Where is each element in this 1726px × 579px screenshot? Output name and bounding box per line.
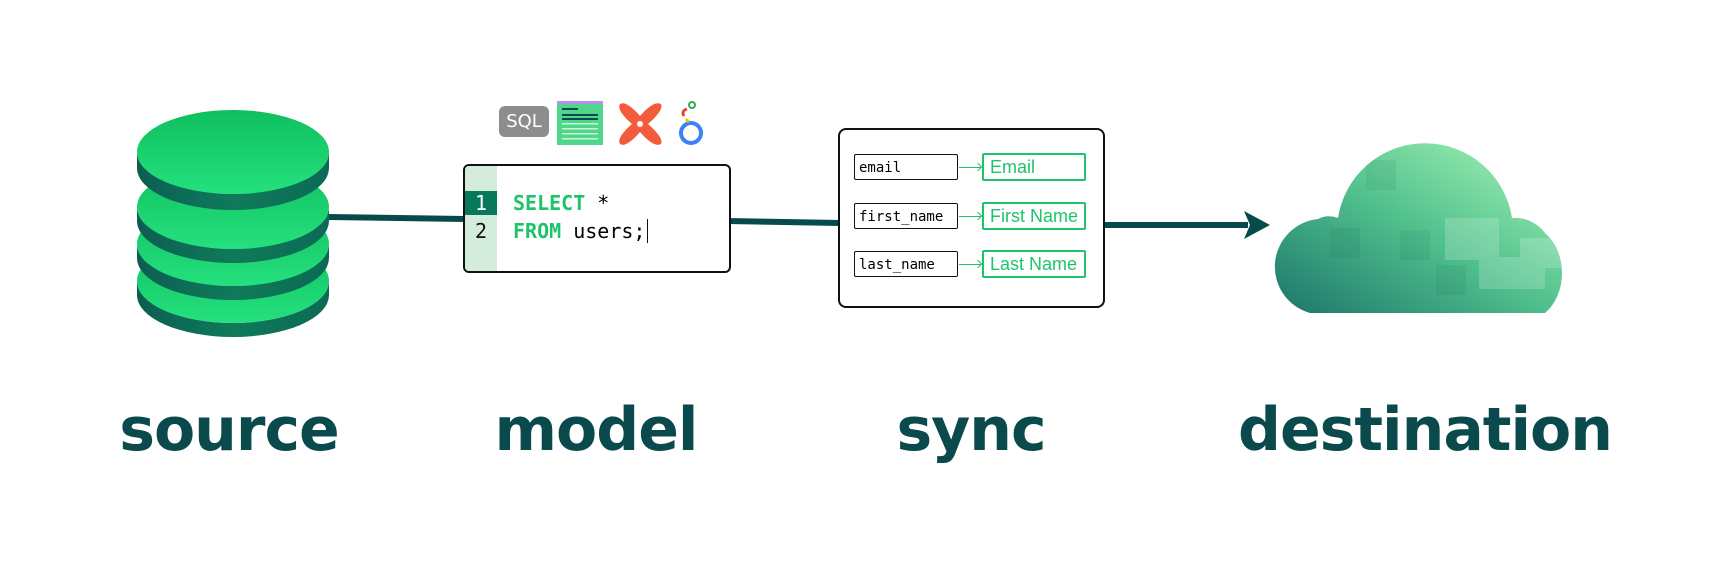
sql-icon: SQL [499, 106, 549, 137]
stage-label-model: model [494, 395, 699, 465]
sql-keyword: FROM [513, 219, 562, 243]
line-number: 1 [465, 191, 497, 215]
line-number: 2 [474, 219, 488, 243]
connector-model-sync [726, 218, 841, 226]
text-cursor [647, 219, 649, 243]
destination-field-last-name: Last Name [982, 250, 1086, 278]
sql-keyword: SELECT [513, 191, 586, 215]
destination-field-first-name: First Name [982, 202, 1086, 230]
code-line-2: 2 FROM users; [465, 219, 649, 243]
sql-text: * [585, 191, 610, 215]
arrowhead-icon [1244, 211, 1270, 239]
source-field-first-name: first_name [854, 203, 958, 229]
code-line-1: 1 SELECT * [465, 191, 609, 215]
looker-icon [679, 101, 703, 145]
stage-label-sync: sync [896, 395, 1046, 465]
sync-mapping-panel: email Email first_name First Name last_n… [838, 128, 1105, 308]
source-field-last-name: last_name [854, 251, 958, 277]
arrow-right-icon [959, 216, 981, 217]
dbt-icon [619, 103, 662, 145]
source-field-email: email [854, 154, 958, 180]
sql-editor[interactable]: 1 SELECT * 2 FROM users; [463, 164, 731, 273]
connector-source-model [327, 214, 466, 222]
stage-label-destination: destination [1238, 395, 1613, 465]
database-icon [137, 110, 329, 337]
line-number-gutter [465, 166, 497, 271]
spreadsheet-icon [557, 101, 603, 145]
arrow-right-icon [959, 167, 981, 168]
cloud-icon [1274, 143, 1562, 313]
sql-text: users; [561, 219, 646, 243]
destination-field-email: Email [982, 153, 1086, 181]
stage-label-source: source [119, 395, 339, 465]
arrow-right-icon [959, 264, 981, 265]
